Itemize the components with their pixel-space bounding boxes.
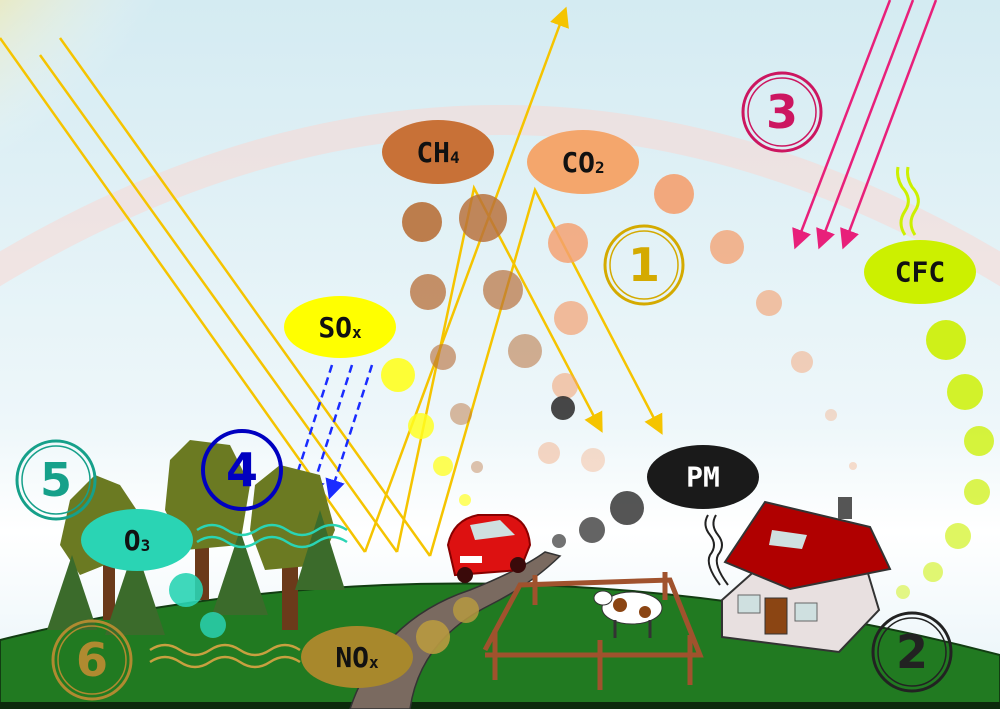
particles <box>169 174 994 654</box>
sox-particle <box>381 358 415 392</box>
nox-label: NOx <box>301 626 413 688</box>
cfc-particle <box>896 585 910 599</box>
sox-particle <box>408 413 434 439</box>
pine-tree-icon <box>47 555 97 630</box>
marker-3: 3 <box>741 71 823 153</box>
co2-particle <box>552 373 578 399</box>
svg-text:CH4: CH4 <box>416 136 459 169</box>
svg-text:1: 1 <box>628 238 660 292</box>
pm-particle <box>610 491 644 525</box>
nox-particle <box>416 620 450 654</box>
cfc-label: CFC <box>864 240 976 304</box>
co2-particle <box>791 351 813 373</box>
sox-label: SOx <box>284 296 396 358</box>
uv-arrows <box>792 0 938 250</box>
ch4-particle <box>459 194 507 242</box>
ch4-particle <box>430 344 456 370</box>
sox-particle <box>433 456 453 476</box>
svg-text:PM: PM <box>686 461 720 494</box>
marker-1: 1 <box>603 224 685 306</box>
cfc-particle <box>926 320 966 360</box>
co2-particle <box>710 230 744 264</box>
ch4-particle <box>410 274 446 310</box>
svg-text:3: 3 <box>766 85 798 139</box>
o3-particle <box>169 573 203 607</box>
marker-6: 6 <box>51 619 133 701</box>
co2-particle <box>554 301 588 335</box>
pm-particle <box>552 534 566 548</box>
house-icon <box>704 497 892 654</box>
ch4-particle <box>508 334 542 368</box>
ground-edge <box>0 702 1000 709</box>
ch4-particle <box>450 403 472 425</box>
sox-particle <box>459 494 471 506</box>
svg-text:6: 6 <box>76 633 108 687</box>
co2-particle <box>581 448 605 472</box>
acid-rain-arrows <box>285 364 374 500</box>
pm-particle <box>551 396 575 420</box>
pm-particle <box>579 517 605 543</box>
cfc-rise-arrow <box>906 166 920 236</box>
pine-tree-icon <box>105 545 165 635</box>
cfc-rise-arrow <box>896 166 910 236</box>
nox-wave-arrow <box>149 643 301 657</box>
pine-tree-icon <box>212 530 268 615</box>
car-icon <box>446 514 532 583</box>
cfc-particle <box>964 426 994 456</box>
o3-label: O3 <box>81 509 193 571</box>
nox-wave-arrow <box>149 655 301 669</box>
co2-label: CO2 <box>527 130 639 194</box>
cfc-particle <box>947 374 983 410</box>
co2-particle <box>756 290 782 316</box>
ch4-particle <box>471 461 483 473</box>
ch4-particle <box>402 202 442 242</box>
nox-particle <box>453 597 479 623</box>
ch4-particle <box>483 270 523 310</box>
svg-text:O3: O3 <box>124 524 151 557</box>
svg-text:SOx: SOx <box>318 311 362 344</box>
cfc-particle <box>923 562 943 582</box>
svg-text:CO2: CO2 <box>561 146 604 179</box>
co2-particle <box>849 462 857 470</box>
rainbow-arc <box>0 105 1000 287</box>
marker-2: 2 <box>871 611 953 693</box>
ch4-label: CH4 <box>382 120 494 184</box>
svg-text:2: 2 <box>896 625 928 679</box>
pine-tree-icon <box>295 510 345 590</box>
svg-text:4: 4 <box>226 443 258 497</box>
cfc-particle <box>945 523 971 549</box>
svg-text:5: 5 <box>40 453 72 507</box>
pm-label: PM <box>647 445 759 509</box>
ozone-wave-arrow <box>196 523 348 537</box>
cow-icon <box>593 590 663 638</box>
o3-particle <box>200 612 226 638</box>
fence <box>482 572 704 690</box>
marker-5: 5 <box>15 439 97 521</box>
co2-particle <box>538 442 560 464</box>
svg-text:NOx: NOx <box>335 641 379 674</box>
ozone-wave-arrow <box>196 535 348 549</box>
svg-text:CFC: CFC <box>895 256 946 289</box>
marker-4: 4 <box>201 429 283 511</box>
cfc-particle <box>964 479 990 505</box>
co2-particle <box>654 174 694 214</box>
co2-particle <box>548 223 588 263</box>
co2-particle <box>825 409 837 421</box>
